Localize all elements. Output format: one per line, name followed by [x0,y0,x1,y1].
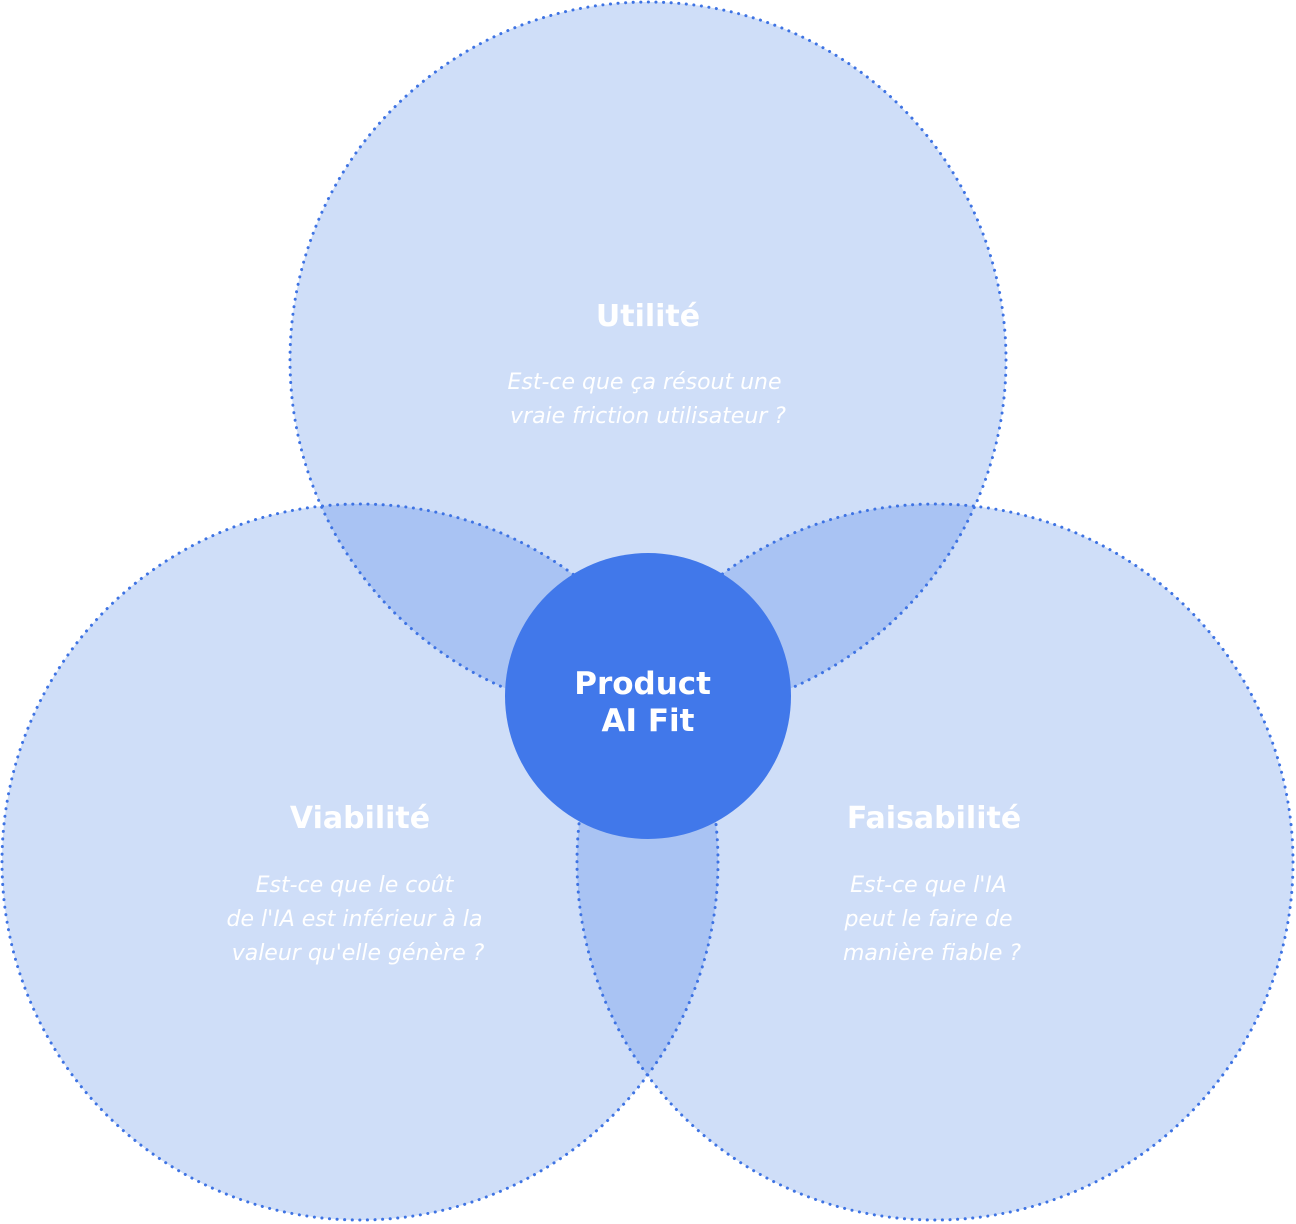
utilite-question-line: vraie friction utilisateur ? [510,404,786,429]
outline-faisabilite [575,502,1295,1222]
faisabilite-title: Faisabilité [847,801,1021,836]
utilite-title: Utilité [596,299,700,334]
center-label: Product AI Fit [574,666,722,739]
center-label-line2: AI Fit [602,703,695,739]
faisabilite-question-line: Est-ce que l'IA [850,873,1007,898]
faisabilite-question-line: peut le faire de [843,907,1012,932]
faisabilite-question-line: manière fiable ? [843,941,1021,966]
outline-viabilite [0,502,720,1222]
viabilite-title: Viabilité [290,801,430,836]
viabilite-question-line: valeur qu'elle génère ? [232,941,485,966]
viabilite-question: Est-ce que le coût de l'IA est inférieur… [227,873,490,966]
viabilite-question-line: de l'IA est inférieur à la [227,907,483,932]
utilite-question: Est-ce que ça résout une vraie friction … [507,370,788,429]
faisabilite-question: Est-ce que l'IA peut le faire de manière… [843,873,1021,966]
utilite-question-line: Est-ce que ça résout une [507,370,781,395]
center-label-line1: Product [574,666,711,702]
center-circle [505,553,791,839]
viabilite-question-line: Est-ce que le coût [256,873,455,898]
